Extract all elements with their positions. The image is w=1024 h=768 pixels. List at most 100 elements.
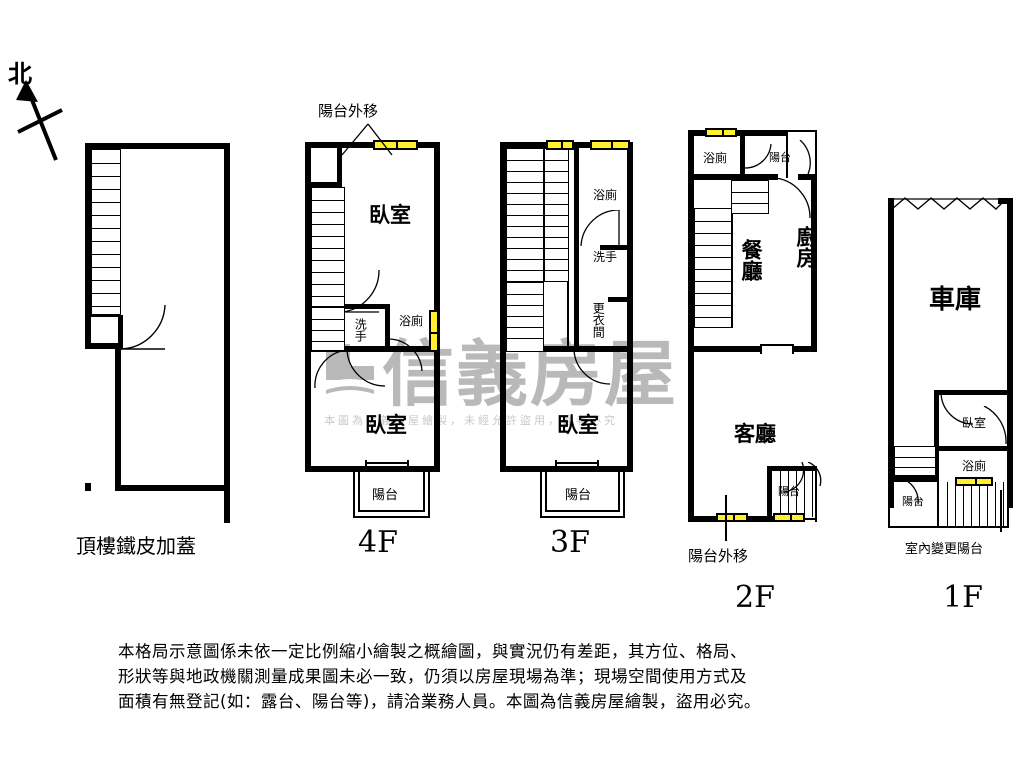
balcony-outline	[358, 466, 360, 512]
wall	[608, 297, 633, 302]
balcony-outline	[888, 482, 890, 528]
north-label: 北	[8, 60, 32, 88]
room-label: 廚房	[794, 226, 819, 268]
wall	[600, 245, 633, 250]
door-gap	[760, 344, 794, 346]
wall	[311, 182, 342, 187]
room-label: 洗手	[353, 318, 368, 342]
room-4f-bedroom-upper: 臥室	[352, 200, 428, 230]
floor-caption-1f: 1F	[943, 580, 983, 615]
room-3f-bedroom: 臥室	[540, 410, 616, 440]
wall	[115, 343, 121, 491]
staircase	[694, 208, 732, 328]
room-label: 浴廁	[961, 458, 986, 473]
disclaimer-line-1: 本格局示意圖係未依一定比例縮小繪製之概繪圖，與實況仍有差距，其方位、格局、	[118, 642, 747, 661]
window-marker	[773, 513, 805, 522]
room-1f-garage: 車庫	[920, 285, 990, 317]
wall	[767, 466, 772, 520]
room-4f-bedroom-lower: 臥室	[348, 410, 424, 440]
room-label: 客廳	[734, 421, 776, 446]
wall-thin	[91, 315, 121, 317]
window-marker	[373, 140, 418, 150]
room-2f-kitchen: 廚房	[790, 212, 822, 282]
room-1f-balcony: 陽台	[893, 492, 933, 512]
balcony-outline	[540, 466, 542, 518]
wall	[224, 143, 230, 523]
wall	[500, 346, 633, 352]
plan-2f	[688, 130, 823, 522]
balcony-outline	[423, 466, 425, 512]
room-3f-bathroom: 浴廁	[583, 184, 627, 206]
floor-caption-2f: 2F	[735, 580, 775, 615]
wall	[574, 148, 579, 352]
room-3f-closet: 更衣間	[586, 288, 610, 352]
wall	[688, 346, 760, 352]
window-marker	[546, 140, 574, 150]
leader-line	[1000, 490, 1002, 532]
wall	[688, 130, 788, 136]
staircase	[91, 149, 121, 315]
plan-4f	[305, 142, 440, 518]
wall	[998, 198, 1013, 204]
wall	[118, 315, 123, 349]
disclaimer-line-3: 面積有無登記(如：露台、陽台等)，請洽業務人員。本圖為信義房屋繪製，盜用必究。	[118, 691, 761, 711]
balcony-outline	[618, 466, 620, 512]
room-2f-bathroom: 浴廁	[692, 148, 738, 168]
wall	[340, 304, 390, 309]
wall	[798, 174, 817, 180]
balcony-outline	[815, 466, 817, 522]
wall	[305, 466, 440, 472]
room-2f-dining: 餐廳	[735, 225, 767, 295]
wall	[500, 142, 506, 472]
room-label: 陽台	[564, 488, 591, 504]
balcony-hatch	[772, 471, 817, 517]
door-gap	[792, 344, 794, 354]
staircase	[894, 446, 936, 476]
staircase	[506, 148, 544, 282]
room-2f-living: 客廳	[715, 418, 795, 450]
room-4f-balcony: 陽台	[355, 485, 415, 507]
interior-balcony-hatch	[939, 482, 1007, 526]
balcony-outline	[786, 130, 788, 178]
wall	[385, 304, 390, 352]
balcony-outline	[545, 466, 547, 512]
staircase	[311, 187, 345, 307]
wall	[115, 485, 230, 491]
room-4f-bathroom: 浴廁	[390, 310, 432, 332]
wall	[305, 142, 311, 472]
room-label: 浴廁	[398, 313, 423, 328]
floor-caption-roof: 頂樓鐵皮加蓋	[76, 534, 196, 558]
window-marker	[590, 140, 630, 150]
window-marker	[429, 310, 439, 352]
room-2f-balcony-upper: 陽台	[760, 148, 800, 168]
plan-1f	[888, 196, 1013, 528]
room-label: 臥室	[961, 415, 986, 430]
door-gap	[555, 462, 599, 464]
staircase-lower	[506, 282, 544, 352]
disclaimer-line-2: 形狀等與地政機關測量成果圖未必一致，仍須以房屋現場為準；現場空間使用方式及	[118, 666, 747, 686]
balcony-outline	[353, 466, 355, 518]
room-label: 陽台	[902, 495, 924, 509]
room-label: 車庫	[928, 285, 981, 316]
balcony-outline	[545, 510, 620, 512]
staircase-lower	[311, 307, 345, 351]
room-label: 陽台	[371, 488, 398, 504]
wall	[793, 346, 817, 352]
floor-caption-3f: 3F	[550, 525, 590, 560]
window-marker	[705, 128, 737, 137]
wall	[434, 142, 440, 472]
wall	[85, 343, 121, 349]
balcony-outline	[358, 510, 425, 512]
garage-shutter-icon	[891, 196, 1003, 210]
door-gap	[407, 460, 409, 470]
disclaimer: 本格局示意圖係未依一定比例縮小繪製之概繪圖，與實況仍有差距，其方位、格局、 形狀…	[118, 640, 918, 714]
wall	[934, 390, 939, 482]
balcony-outline	[428, 466, 430, 518]
balcony-outline	[353, 516, 430, 518]
balcony-outline	[786, 130, 817, 132]
staircase-upper	[731, 180, 769, 214]
room-label: 陽台	[778, 485, 800, 499]
room-label: 更衣間	[591, 302, 606, 338]
room-label: 陽台	[769, 151, 791, 165]
